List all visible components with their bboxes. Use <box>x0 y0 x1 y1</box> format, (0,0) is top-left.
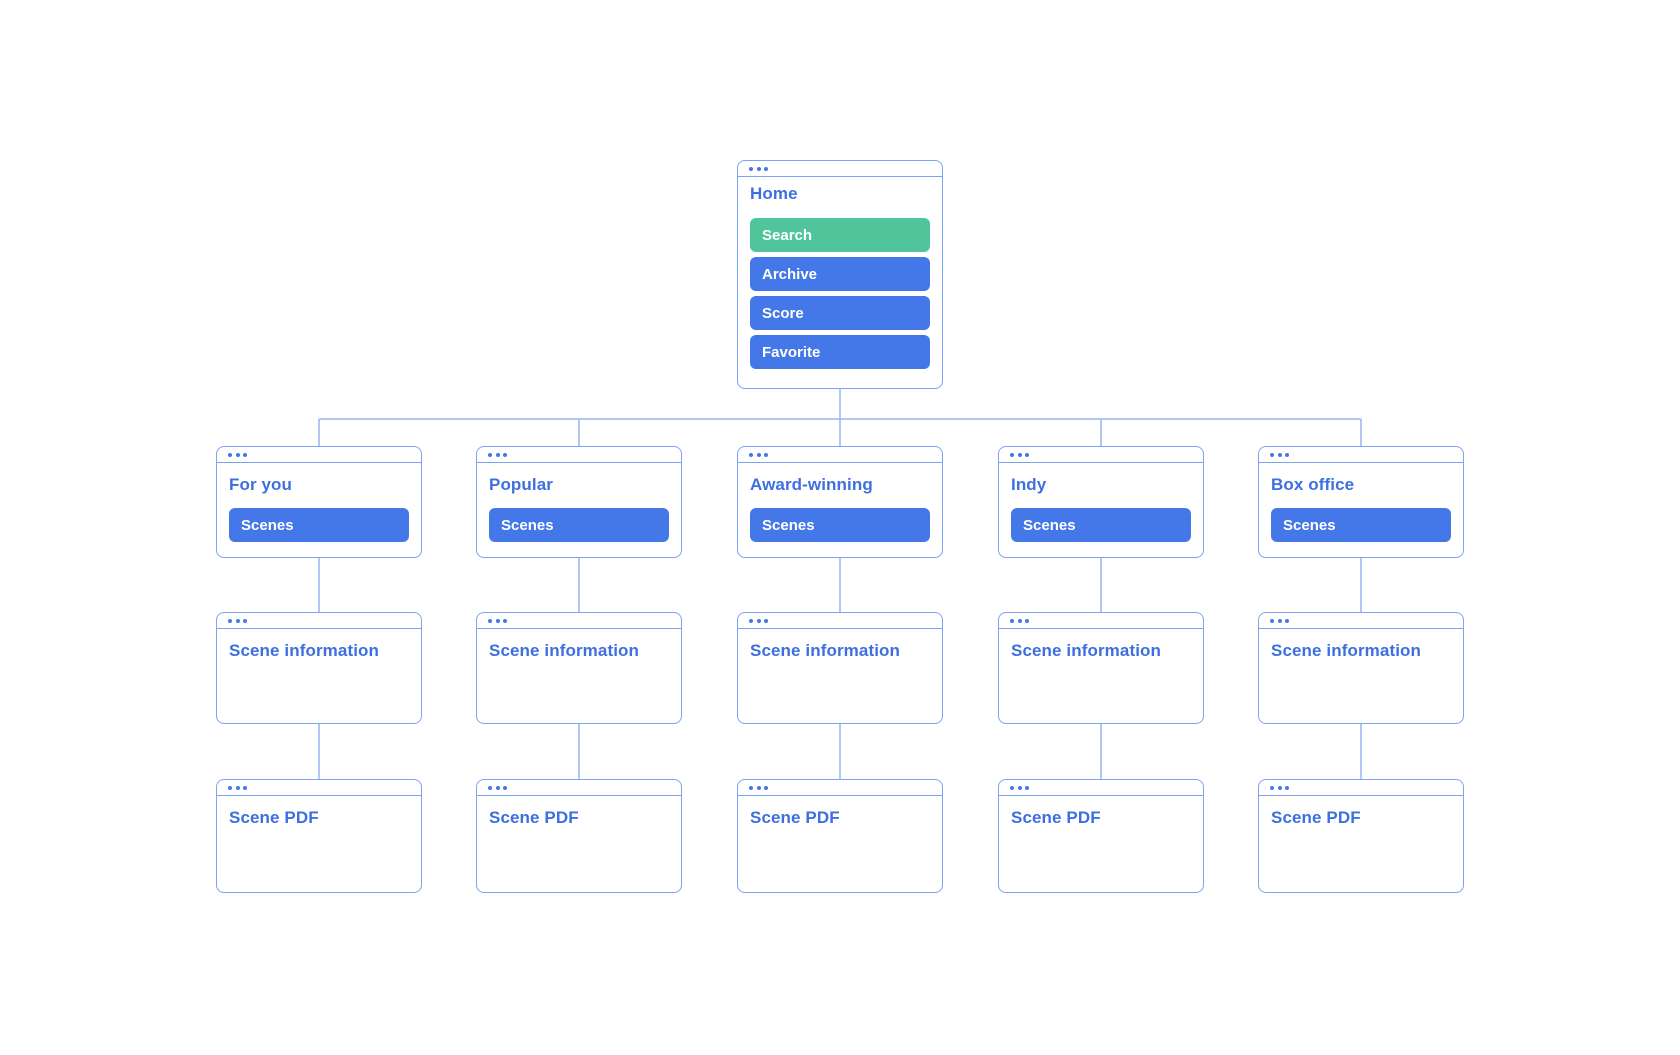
window-dots-icon <box>488 618 507 623</box>
window-dots-icon <box>1010 452 1029 457</box>
window-dots-icon <box>488 785 507 790</box>
archive-button[interactable]: Archive <box>750 257 930 291</box>
card-title: Award-winning <box>750 475 873 494</box>
scenes-button[interactable]: Scenes <box>1271 508 1451 542</box>
scene-pdf-card: Scene PDF <box>737 779 943 893</box>
window-titlebar <box>1259 447 1463 463</box>
window-titlebar <box>738 161 942 177</box>
card-title: For you <box>229 475 293 494</box>
window-dots-icon <box>1270 785 1289 790</box>
window-dots-icon <box>488 452 507 457</box>
card-title: Scene PDF <box>750 808 840 827</box>
card-title: Scene PDF <box>1011 808 1101 827</box>
window-titlebar <box>999 780 1203 796</box>
card-title: Scene information <box>489 641 640 660</box>
scene-pdf-card: Scene PDF <box>1258 779 1464 893</box>
scene-information-card: Scene information <box>998 612 1204 724</box>
window-dots-icon <box>749 785 768 790</box>
card-award-winning: Award-winning Scenes <box>737 446 943 558</box>
card-title: Scene PDF <box>1271 808 1361 827</box>
scene-pdf-card: Scene PDF <box>476 779 682 893</box>
window-dots-icon <box>749 166 768 171</box>
window-titlebar <box>477 613 681 629</box>
window-dots-icon <box>1270 452 1289 457</box>
home-card: Home Search Archive Score Favorite <box>737 160 943 389</box>
window-dots-icon <box>1270 618 1289 623</box>
card-title: Scene information <box>1271 641 1422 660</box>
scene-pdf-card: Scene PDF <box>216 779 422 893</box>
window-titlebar <box>738 613 942 629</box>
card-title: Scene information <box>750 641 901 660</box>
card-title: Scene information <box>229 641 380 660</box>
window-titlebar <box>738 447 942 463</box>
window-dots-icon <box>1010 618 1029 623</box>
window-dots-icon <box>749 452 768 457</box>
scenes-button[interactable]: Scenes <box>750 508 930 542</box>
window-titlebar <box>477 447 681 463</box>
scene-information-card: Scene information <box>476 612 682 724</box>
window-dots-icon <box>228 618 247 623</box>
search-button[interactable]: Search <box>750 218 930 252</box>
window-dots-icon <box>228 785 247 790</box>
scene-information-card: Scene information <box>216 612 422 724</box>
scene-information-card: Scene information <box>1258 612 1464 724</box>
window-titlebar <box>1259 780 1463 796</box>
window-titlebar <box>999 447 1203 463</box>
score-button[interactable]: Score <box>750 296 930 330</box>
scenes-button[interactable]: Scenes <box>229 508 409 542</box>
card-title: Scene PDF <box>229 808 319 827</box>
favorite-button[interactable]: Favorite <box>750 335 930 369</box>
window-titlebar <box>217 613 421 629</box>
card-indy: Indy Scenes <box>998 446 1204 558</box>
scene-information-card: Scene information <box>737 612 943 724</box>
card-title: Scene PDF <box>489 808 579 827</box>
scenes-button[interactable]: Scenes <box>1011 508 1191 542</box>
card-title: Popular <box>489 475 553 494</box>
window-titlebar <box>217 780 421 796</box>
card-popular: Popular Scenes <box>476 446 682 558</box>
card-title: Scene information <box>1011 641 1162 660</box>
window-titlebar <box>1259 613 1463 629</box>
window-dots-icon <box>1010 785 1029 790</box>
home-title: Home <box>750 184 798 203</box>
scene-pdf-card: Scene PDF <box>998 779 1204 893</box>
window-dots-icon <box>228 452 247 457</box>
scenes-button[interactable]: Scenes <box>489 508 669 542</box>
window-titlebar <box>738 780 942 796</box>
card-box-office: Box office Scenes <box>1258 446 1464 558</box>
card-title: Indy <box>1011 475 1047 494</box>
card-title: Box office <box>1271 475 1355 494</box>
card-for-you: For you Scenes <box>216 446 422 558</box>
window-titlebar <box>477 780 681 796</box>
window-titlebar <box>217 447 421 463</box>
window-titlebar <box>999 613 1203 629</box>
window-dots-icon <box>749 618 768 623</box>
